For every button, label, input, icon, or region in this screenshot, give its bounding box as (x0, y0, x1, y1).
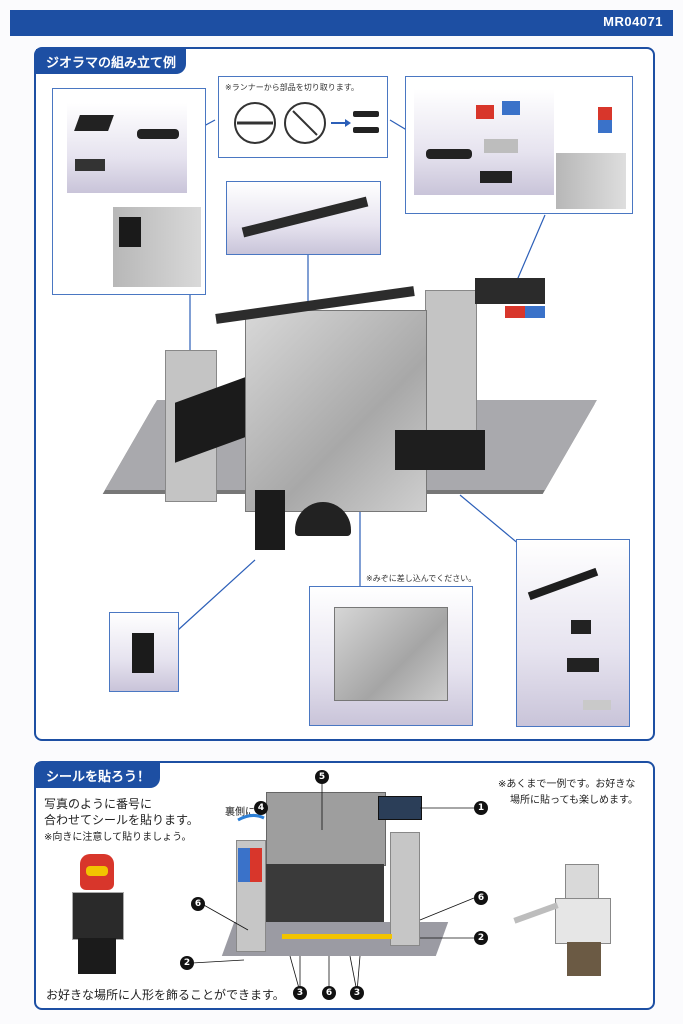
right-tower (425, 290, 477, 452)
set-gate (266, 864, 384, 922)
callout-6-bottom: 6 (322, 986, 336, 1000)
callout-1: 1 (474, 801, 488, 815)
runner-diagram (234, 102, 379, 144)
diorama-assembly (105, 240, 597, 570)
step-box-seat-parts (52, 88, 206, 295)
wall-panel (334, 607, 448, 701)
beam-step-box (226, 181, 381, 255)
product-code: MR04071 (603, 14, 663, 29)
black-rail-part (426, 149, 472, 159)
sticker-set-photo (221, 790, 449, 978)
figure-display-text: お好きな場所に人形を飾ることができます。 (46, 988, 285, 1002)
gray-plate (484, 139, 518, 153)
villain-figure (513, 858, 637, 980)
flag-part (598, 107, 612, 133)
red-tile (476, 105, 494, 119)
villain-legs (567, 942, 601, 976)
hero-body (72, 892, 124, 940)
diorama-title: ジオラマの組み立て例 (36, 49, 187, 74)
sticker-instruction-2: 合わせてシールを貼ります。 (44, 813, 199, 827)
step-box-panel-parts (405, 76, 633, 214)
back-side-label: 裏側に (225, 807, 255, 818)
gun-base-part (567, 658, 599, 672)
hero-figure (64, 852, 130, 976)
callout-3-left: 3 (293, 986, 307, 1000)
callout-3-right: 3 (350, 986, 364, 1000)
gun-turret (395, 430, 485, 470)
gun-mount-part (571, 620, 591, 634)
groove-note: ※みぞに差し込んでください。 (366, 574, 477, 583)
example-note-2: 場所に貼っても楽しめます。 (510, 795, 638, 806)
sticker-title: シールを貼ろう！ (36, 763, 161, 788)
callout-4: 4 (254, 801, 268, 815)
launcher-arm (475, 278, 545, 304)
set-monitor-sticker (378, 796, 422, 820)
callout-2-right: 2 (474, 931, 488, 945)
black-base-part (480, 171, 512, 183)
callout-5: 5 (315, 770, 329, 784)
set-yellow-stripe (282, 934, 392, 939)
seat-part (255, 490, 285, 550)
callout-2-left: 2 (180, 956, 194, 970)
black-plate-part (75, 159, 105, 171)
runner-step-box: ※ランナーから部品を切り取ります。 (218, 76, 388, 158)
sticker-instruction-3: ※向きに注意して貼りましょう。 (44, 832, 192, 843)
gun-detail-box (516, 539, 630, 727)
back-wall (245, 310, 427, 512)
set-flag-sticker (238, 848, 262, 882)
sticker-instruction-1: 写真のように番号に (44, 797, 153, 811)
set-right-tower (390, 832, 420, 946)
black-chair-part (119, 217, 141, 247)
runner-note: ※ランナーから部品を切り取ります。 (225, 83, 359, 92)
example-note-1: ※あくまで一例です。お好きな (498, 779, 636, 790)
gun-foot-part (583, 700, 611, 710)
top-header-bar: MR04071 (10, 10, 673, 36)
blue-tile (502, 101, 520, 115)
wall-detail-box: ※みぞに差し込んでください。 (309, 574, 476, 726)
seat-detail-part (132, 633, 154, 673)
hero-legs (78, 938, 116, 974)
black-bar-part (137, 129, 179, 139)
villain-body (555, 898, 611, 944)
hero-visor (86, 866, 108, 876)
callout-6-right: 6 (474, 891, 488, 905)
tower-photo-right (556, 153, 626, 209)
callout-6-left: 6 (191, 897, 205, 911)
seat-detail-box (109, 612, 179, 692)
set-wall (266, 792, 386, 866)
launcher-flag (505, 306, 545, 318)
